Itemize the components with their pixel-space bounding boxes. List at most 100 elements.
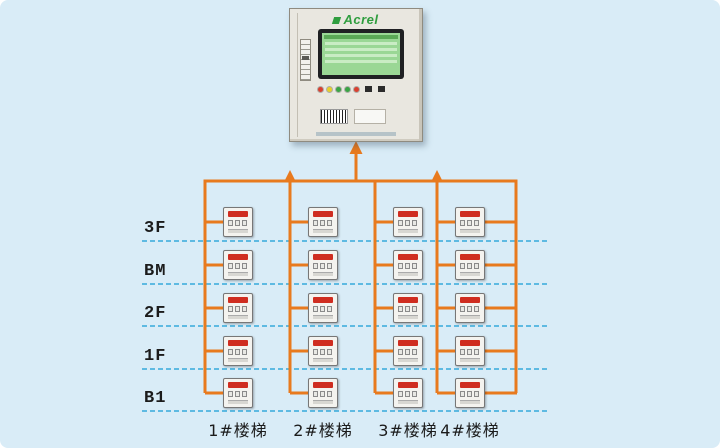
arrow-to-panel-icon [349,141,363,154]
device-base [228,272,248,276]
device-tag [398,297,418,303]
stairwell-label-1: 1#楼梯 [208,421,268,440]
device-terminals [228,220,252,226]
device-terminals [313,220,337,226]
monitor-module-device [393,293,423,323]
device-terminals [228,391,252,397]
spec-label [354,109,386,124]
device-terminals [460,306,484,312]
device-tag [460,211,480,217]
device-tag [313,297,333,303]
device-terminals [460,391,484,397]
device-terminals [460,220,484,226]
device-base [398,358,418,362]
device-tag [313,211,333,217]
monitor-module-device [308,378,338,408]
gauge-knob [302,56,309,60]
device-terminals [398,220,422,226]
lcd-header-bar [324,35,398,39]
fault-led-icon [327,86,332,92]
brand-logo-icon [332,17,342,24]
brand-logo: Acrel [290,12,422,27]
monitor-module-device [455,293,485,323]
device-tag [313,382,333,388]
device-terminals [228,263,252,269]
device-base [398,229,418,233]
floor-label-1f: 1F [144,347,167,366]
device-terminals [313,306,337,312]
device-terminals [398,306,422,312]
device-base [398,400,418,404]
arrow-up-icon [284,170,296,182]
display-bezel [318,29,404,79]
device-base [313,358,333,362]
device-tag [460,254,480,260]
monitor-module-device [308,293,338,323]
monitor-module-device [393,378,423,408]
device-terminals [313,263,337,269]
monitor-module-device [393,336,423,366]
mute-led-icon [354,86,359,92]
monitor-module-device [455,207,485,237]
device-tag [398,382,418,388]
device-tag [228,382,248,388]
device-tag [460,297,480,303]
device-base [228,400,248,404]
level-gauge [300,39,311,81]
cabinet-door-seam [297,13,298,137]
device-base [228,358,248,362]
device-terminals [460,349,484,355]
device-tag [398,340,418,346]
alarm-led-icon [318,86,323,92]
device-terminals [228,306,252,312]
monitor-module-device [223,336,253,366]
panel-button-icon [365,86,372,92]
floor-label-b1: B1 [144,389,167,408]
device-terminals [398,263,422,269]
device-base [313,400,333,404]
device-base [228,229,248,233]
device-tag [228,297,248,303]
monitor-module-device [455,378,485,408]
lcd-screen [322,33,400,75]
device-base [228,315,248,319]
device-terminals [228,349,252,355]
device-base [460,272,480,276]
device-terminals [313,349,337,355]
monitor-module-device [223,207,253,237]
monitor-module-device [455,250,485,280]
stairwell-label-4: 4#楼梯 [440,421,500,440]
monitor-module-device [308,250,338,280]
fire-monitor-panel: Acrel [289,8,423,142]
device-tag [398,211,418,217]
indicator-led-row [318,86,385,92]
floor-separator-lines [142,240,547,412]
floor-label-3f: 3F [144,219,167,238]
device-tag [228,254,248,260]
monitor-module-device [223,378,253,408]
arrow-up-icon [431,170,443,182]
monitor-module-device [393,250,423,280]
floor-label-2f: 2F [144,304,167,323]
device-tag [460,340,480,346]
monitor-module-device [223,293,253,323]
device-tag [398,254,418,260]
bus-arrowheads [284,141,443,182]
device-terminals [460,263,484,269]
device-terminals [398,349,422,355]
device-terminals [313,391,337,397]
panel-button-icon [378,86,385,92]
barcode-label [320,109,348,124]
stairwell-label-3: 3#楼梯 [378,421,438,440]
device-tag [228,211,248,217]
device-base [313,272,333,276]
device-base [398,315,418,319]
panel-caption-text [316,132,396,136]
monitor-module-device [308,336,338,366]
device-base [313,229,333,233]
device-tag [313,340,333,346]
monitor-module-device [393,207,423,237]
power-led-icon [336,86,341,92]
device-tag [228,340,248,346]
